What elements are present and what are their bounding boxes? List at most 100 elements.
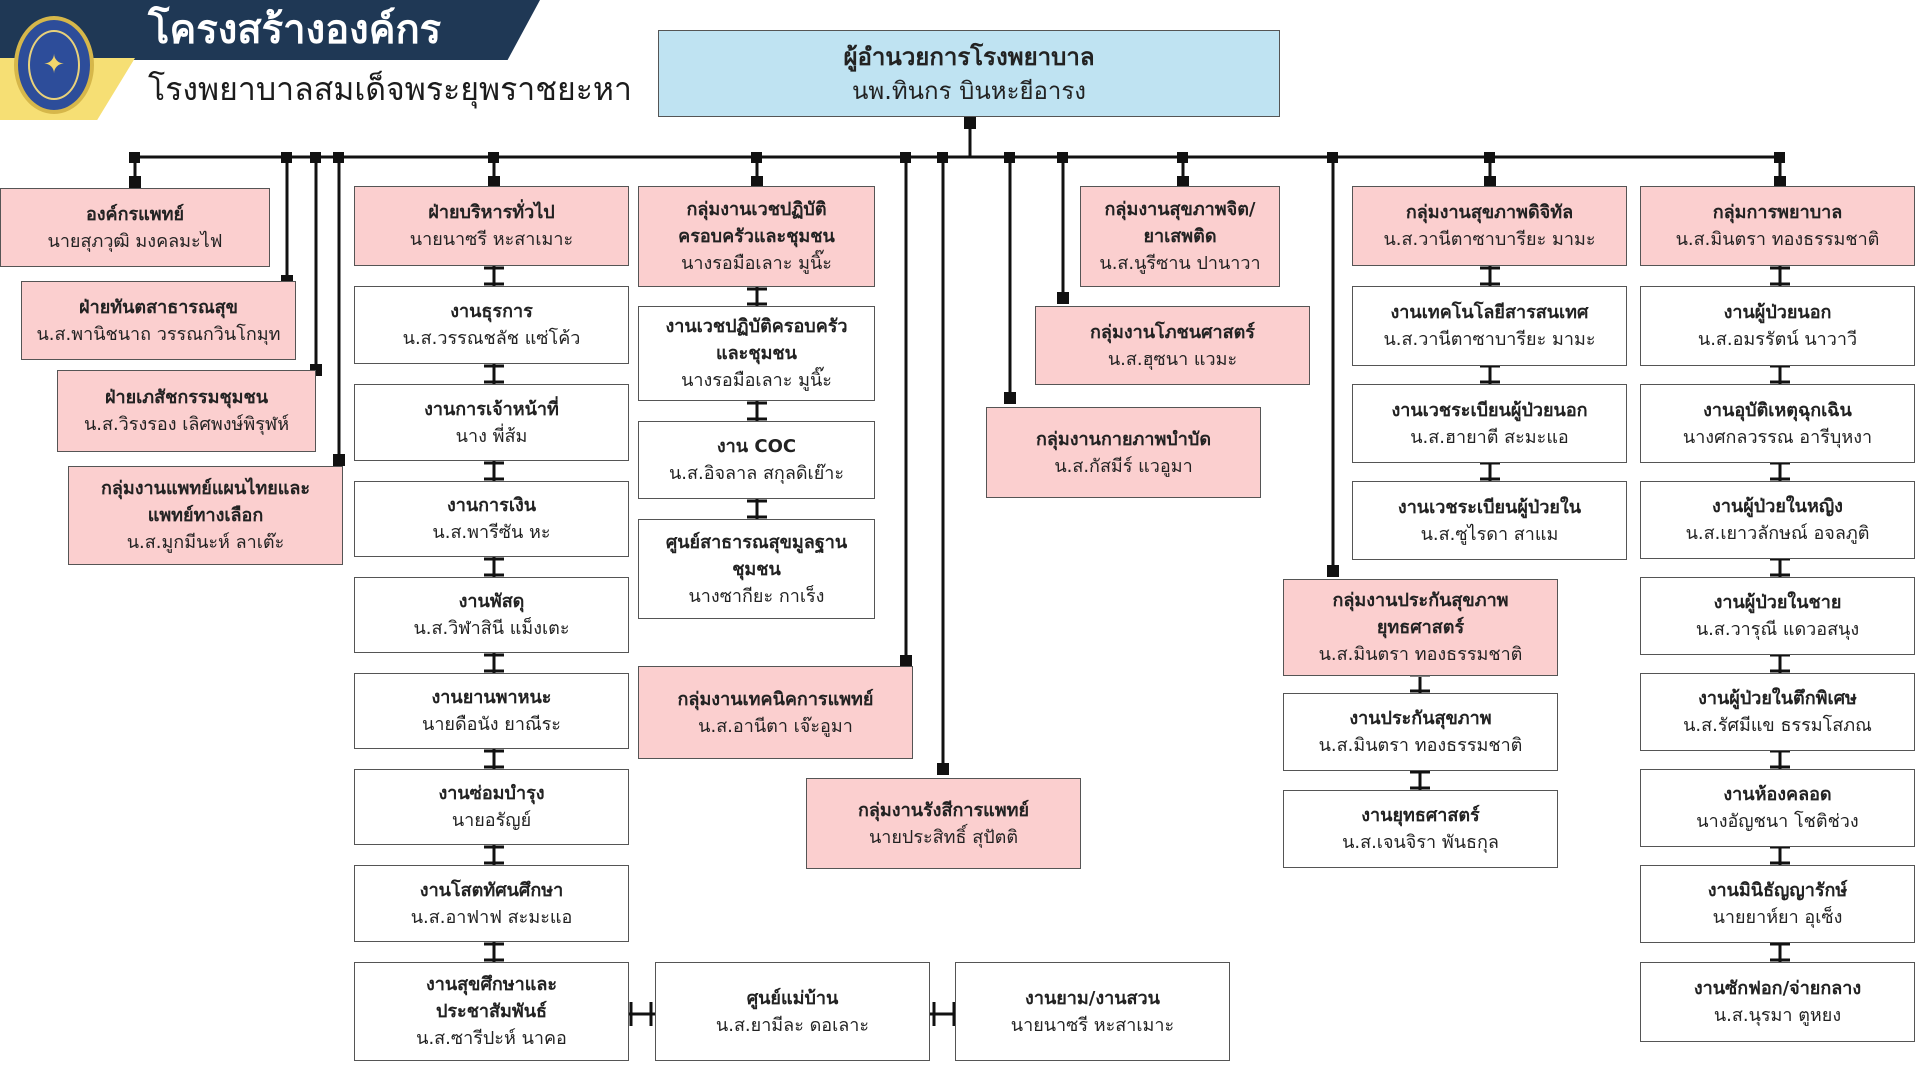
director-name: นพ.ทินกร บินหะยีอารง (851, 76, 1087, 105)
org-box-insurance-unit: งานยุทธศาสตร์ น.ส.เจนจิรา พันธกุล (1283, 790, 1558, 868)
box-name: น.ส.รัศมีแข ธรรมโสภณ (1683, 715, 1872, 736)
box-title: งานการเงิน (446, 495, 537, 516)
org-box-health-insurance: กลุ่มงานประกันสุขภาพ ยุทธศาสตร์ น.ส.มินต… (1283, 579, 1558, 676)
page-subtitle: โรงพยาบาลสมเด็จพระยุพราชยะหา (148, 70, 632, 108)
box-name: น.ส.วิฬาสินี แม็งเตะ (413, 618, 570, 639)
org-box-digital-unit: งานเวชระเบียนผู้ป่วยใน น.ส.ซูไรดา สาแม (1352, 481, 1627, 560)
org-box-admin-unit: งานพัสดุ น.ส.วิฬาสินี แม็งเตะ (354, 577, 629, 653)
box-title: ฝ่ายเภสัชกรรมชุมชน (104, 387, 269, 408)
org-box-mental-health: กลุ่มงานสุขภาพจิต/ ยาเสพติด น.ส.นูรีซาน … (1080, 186, 1280, 287)
box-name: น.ส.อมรรัตน์ นาวาวี (1697, 329, 1858, 350)
box-name: นายนาซรี หะสาเมาะ (409, 229, 574, 250)
box-title: งานธุรการ (450, 301, 533, 322)
box-name: น.ส.อิจลาล สกุลดิเย๊าะ (668, 463, 845, 484)
box-name: น.ส.ซารีปะห์ นาคอ (416, 1028, 567, 1049)
org-box-nutrition: กลุ่มงานโภชนศาสตร์ น.ส.ฮุซนา แวมะ (1035, 306, 1310, 385)
box-title: งานเวชระเบียนผู้ป่วยใน (1397, 496, 1582, 518)
org-box-nursing-unit: งานห้องคลอด นางอัญชนา โชติช่วง (1640, 769, 1915, 847)
box-name: น.ส.เยาวลักษณ์ อจลภูติ (1685, 523, 1870, 544)
box-title: งานเวชปฏิบัติครอบครัว (665, 316, 848, 337)
org-box-thai-traditional-medicine: กลุ่มงานแพทย์แผนไทยและ แพทย์ทางเลือก น.ส… (68, 466, 343, 565)
box-title: งานพัสดุ (458, 591, 525, 612)
box-name: น.ส.นูรีซาน ปานาวา (1099, 253, 1261, 274)
box-title: กลุ่มงานแพทย์แผนไทยและ (100, 478, 311, 499)
box-title-line2: ยุทธศาสตร์ (1376, 617, 1465, 638)
org-box-admin-unit: งานสุขศึกษาและ ประชาสัมพันธ์ น.ส.ซารีปะห… (354, 962, 629, 1061)
box-title: งานการเจ้าหน้าที่ (424, 398, 559, 420)
box-name: น.ส.มูกมีนะห์ ลาเต๊ะ (126, 532, 285, 553)
box-name: น.ส.เจนจิรา พันธกุล (1342, 832, 1499, 853)
box-name: น.ส.มินตรา ทองธรรมชาติ (1675, 229, 1880, 250)
org-box-family-medicine: กลุ่มงานเวชปฏิบัติ ครอบครัวและชุมชน นางร… (638, 186, 875, 287)
box-title: กลุ่มงานโภชนศาสตร์ (1090, 321, 1255, 343)
box-title-line2: และชุมชน (716, 343, 797, 364)
box-title: งานผู้ป่วยในหญิง (1712, 496, 1843, 517)
org-box-family-unit: งานเวชปฏิบัติครอบครัว และชุมชน นางรอมือเ… (638, 306, 875, 401)
org-box-pharmacy: ฝ่ายเภสัชกรรมชุมชน น.ส.วิรงรอง เลิศพงษ์พ… (57, 370, 316, 452)
org-box-admin-unit: งานการเงิน น.ส.พารีซัน หะ (354, 481, 629, 557)
box-name: นางรอมือเลาะ มูนิ๊ะ (681, 253, 832, 274)
box-title: งานยุทธศาสตร์ (1361, 805, 1480, 826)
box-name: น.ส.กัสมีร์ แวอูมา (1054, 455, 1193, 477)
box-title: ศูนย์สาธารณสุขมูลฐาน (665, 531, 848, 553)
box-title: องค์กรแพทย์ (85, 203, 185, 225)
org-box-admin-unit: งานธุรการ น.ส.วรรณชลัช แซ่โค้ว (354, 286, 629, 364)
box-name: นายดือนัง ยาณีระ (422, 714, 561, 735)
box-name: น.ส.วานีตาซาบารียะ มามะ (1383, 329, 1596, 350)
director-title: ผู้อำนวยการโรงพยาบาล (843, 42, 1095, 71)
box-title: งานสุขศึกษาและ (425, 974, 558, 995)
box-name: น.ส.วรรณชลัช แซ่โค้ว (402, 328, 581, 349)
box-name: น.ส.นุรมา ตูหยง (1713, 1005, 1842, 1026)
box-title: กลุ่มงานรังสีการแพทย์ (858, 799, 1029, 821)
org-box-family-unit: งาน COC น.ส.อิจลาล สกุลดิเย๊าะ (638, 421, 875, 499)
box-name: นายยาห์ยา อุเซ็ง (1712, 907, 1843, 928)
org-box-digital-health: กลุ่มงานสุขภาพดิจิทัล น.ส.วานีตาซาบารียะ… (1352, 186, 1627, 266)
box-name: น.ส.ยามีละ ดอเลาะ (715, 1014, 870, 1036)
box-name: นางซากียะ กาเร็ง (688, 585, 825, 607)
box-title-line2: ชุมชน (732, 558, 781, 580)
org-box-radiology: กลุ่มงานรังสีการแพทย์ นายประสิทธิ์ สุปัต… (806, 778, 1081, 869)
box-name: น.ส.อานีตา เจ๊ะอูมา (698, 715, 853, 737)
box-title: งานยานพาหนะ (431, 687, 552, 708)
box-title: งานประกันสุขภาพ (1349, 708, 1492, 729)
org-box-admin-unit: งานยานพาหนะ นายดือนัง ยาณีระ (354, 673, 629, 749)
box-title: กลุ่มการพยาบาล (1712, 202, 1843, 223)
org-box-nursing-unit: งานผู้ป่วยในตึกพิเศษ น.ส.รัศมีแข ธรรมโสภ… (1640, 673, 1915, 751)
box-name: นายนาซรี หะสาเมาะ (1010, 1014, 1175, 1036)
director-box: ผู้อำนวยการโรงพยาบาล นพ.ทินกร บินหะยีอาร… (658, 30, 1280, 117)
org-box-security-garden: งานยาม/งานสวน นายนาซรี หะสาเมาะ (955, 962, 1230, 1061)
org-box-general-admin: ฝ่ายบริหารทั่วไป นายนาซรี หะสาเมาะ (354, 186, 629, 266)
box-name: น.ส.พานิชนาถ วรรณกวินโกมุท (36, 323, 281, 345)
box-title: งานมินิธัญญารักษ์ (1707, 880, 1848, 901)
page-title: โครงสร้างองค์กร (148, 7, 442, 53)
box-name: นางรอมือเลาะ มูนิ๊ะ (681, 370, 832, 391)
box-name: นาง พี่ส้ม (455, 425, 528, 447)
box-title: งาน COC (716, 436, 797, 457)
box-title: งานผู้ป่วยในตึกพิเศษ (1698, 688, 1857, 709)
box-name: น.ส.วารุณี แดวอสนุง (1695, 619, 1860, 640)
box-title: งานยาม/งานสวน (1025, 987, 1160, 1009)
box-title: งานเทคโนโลยีสารสนเทศ (1390, 302, 1589, 323)
hospital-logo: ✦ (14, 16, 94, 114)
box-title: กลุ่มงานประกันสุขภาพ (1332, 590, 1509, 611)
box-title: กลุ่มงานสุขภาพดิจิทัล (1405, 202, 1574, 223)
box-title-line2: ประชาสัมพันธ์ (435, 1001, 548, 1022)
org-box-medical-technology: กลุ่มงานเทคนิคการแพทย์ น.ส.อานีตา เจ๊ะอู… (638, 666, 913, 759)
box-name: นายสุภวุฒิ มงคลมะไฟ (47, 230, 223, 252)
org-box-digital-unit: งานเทคโนโลยีสารสนเทศ น.ส.วานีตาซาบารียะ … (1352, 286, 1627, 366)
org-box-nursing-unit: งานอุบัติเหตุฉุกเฉิน นางศกลวรรณ อารีบุหง… (1640, 384, 1915, 463)
box-name: น.ส.ฮายาตี สะมะแอ (1410, 426, 1569, 448)
box-name: นางอัญชนา โชติช่วง (1696, 811, 1859, 832)
box-name: นายประสิทธิ์ สุปัตติ (868, 826, 1019, 848)
org-box-family-unit: ศูนย์สาธารณสุขมูลฐาน ชุมชน นางซากียะ กาเ… (638, 519, 875, 619)
box-title-line2: แพทย์ทางเลือก (147, 505, 264, 526)
org-box-nursing-unit: งานซักฟอก/จ่ายกลาง น.ส.นุรมา ตูหยง (1640, 962, 1915, 1042)
box-title: งานโสตทัศนศึกษา (419, 879, 564, 901)
box-title: กลุ่มงานสุขภาพจิต/ (1104, 199, 1256, 220)
org-box-nursing-unit: งานมินิธัญญารักษ์ นายยาห์ยา อุเซ็ง (1640, 865, 1915, 943)
org-box-nursing-unit: งานผู้ป่วยนอก น.ส.อมรรัตน์ นาวาวี (1640, 286, 1915, 366)
box-name: น.ส.ซูไรดา สาแม (1420, 523, 1559, 545)
box-title: กลุ่มงานเทคนิคการแพทย์ (677, 688, 874, 710)
box-name: น.ส.วิรงรอง เลิศพงษ์พิรุฬห์ (83, 414, 290, 435)
org-box-dental: ฝ่ายทันตสาธารณสุข น.ส.พานิชนาถ วรรณกวินโ… (21, 281, 296, 360)
